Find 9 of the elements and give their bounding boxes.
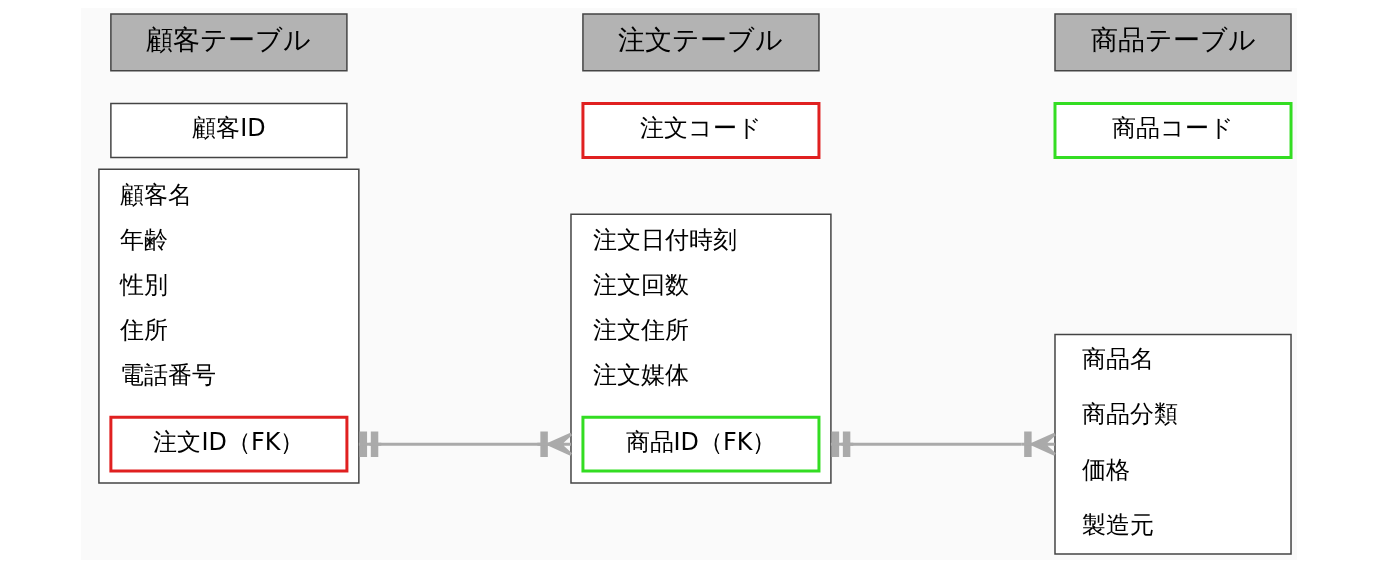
node-box: 顧客テーブル bbox=[110, 13, 348, 72]
node-box: 注文ID（FK） bbox=[109, 415, 349, 473]
node-box: 注文コード bbox=[581, 102, 821, 159]
node-box: 商品名 商品分類 価格 製造元 bbox=[1054, 333, 1292, 555]
node-box: 商品テーブル bbox=[1054, 13, 1292, 72]
node-box: 商品コード bbox=[1053, 102, 1293, 159]
node-box: 商品ID（FK） bbox=[581, 415, 821, 473]
node-box: 顧客ID bbox=[110, 102, 348, 159]
node-box: 注文テーブル bbox=[582, 13, 820, 72]
